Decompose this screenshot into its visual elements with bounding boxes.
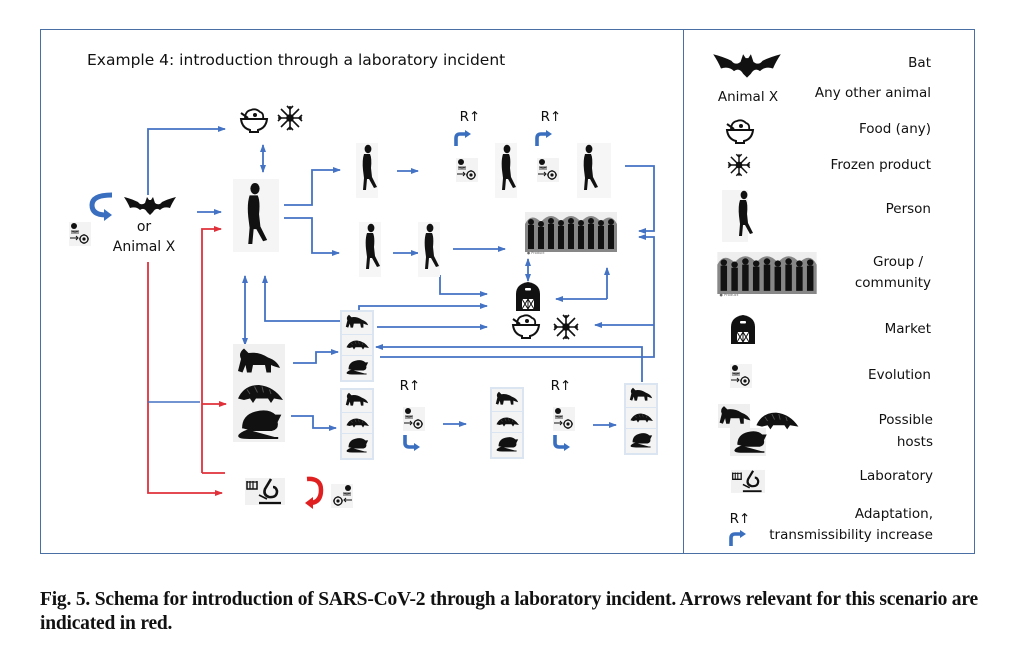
- source-label-or: or: [137, 219, 152, 235]
- adaptation-marker-3: R↑: [400, 378, 421, 394]
- curved-arrow-icon: [553, 433, 572, 453]
- adaptation-marker-4: R↑: [551, 378, 572, 394]
- host-stack-3: [490, 387, 524, 459]
- curved-arrow-icon: [403, 433, 422, 453]
- microscope-icon: [243, 476, 287, 507]
- legend-snowflake-icon: [727, 153, 751, 177]
- curved-arrow-icon: [535, 128, 554, 148]
- legend-label-market: Market: [884, 321, 931, 337]
- barn-icon: [515, 281, 541, 312]
- legend-microscope-icon: [729, 468, 767, 495]
- curved-arrow-icon: [454, 128, 473, 148]
- legend-adaptation-marker: R↑: [730, 511, 751, 527]
- arrow-hosts-stack1: [293, 349, 339, 364]
- red-arrow-source-to-lab: [147, 262, 223, 496]
- legend-evolution-icon: [729, 363, 753, 389]
- crowd-icon: [525, 212, 617, 255]
- legend-animal-x-text: Animal X: [718, 89, 778, 105]
- legend-bat-icon: [713, 54, 781, 78]
- evolution-icon: [402, 406, 426, 432]
- legend-barn-icon: [730, 314, 756, 345]
- arrow-source-to-food-top: [147, 126, 226, 195]
- legend-label-hosts-2: hosts: [896, 434, 933, 450]
- legend-label-hosts-1: Possible: [878, 412, 933, 428]
- legend-label-evolution: Evolution: [868, 367, 931, 383]
- legend-label-adaptation-1: Adaptation,: [854, 506, 933, 522]
- legend-crowd-icon: [717, 252, 817, 298]
- snowflake-icon: [277, 105, 303, 131]
- legend-label-bat: Bat: [908, 55, 931, 71]
- arrow-hosts-market: [358, 303, 488, 311]
- legend-divider: [683, 29, 684, 554]
- arrow-chainb2-market: [439, 275, 488, 297]
- bat-icon: [124, 197, 176, 215]
- arrow-stack4-stack1: [375, 344, 643, 382]
- host-stack-2: [340, 388, 374, 460]
- evolution-icon: [68, 221, 92, 247]
- red-arrows: [147, 226, 227, 496]
- figure-caption: Fig. 5. Schema for introduction of SARS-…: [40, 589, 978, 634]
- arrow-hosts-person: [262, 275, 340, 322]
- legend-label-group-2: community: [854, 275, 931, 291]
- figure-frame: [40, 29, 975, 554]
- legend-label-frozen: Frozen product: [830, 157, 931, 173]
- arrow-hosts-stack2: [291, 415, 337, 431]
- legend-label-laboratory: Laboratory: [859, 468, 933, 484]
- snowflake-icon: [553, 314, 579, 340]
- curved-arrow-red-icon: [305, 476, 324, 509]
- blue-arrows: [147, 126, 655, 431]
- legend-label-adaptation-2: transmissibility increase: [769, 527, 933, 543]
- red-arrow-to-person: [201, 226, 222, 473]
- legend-food-icon: [726, 119, 754, 144]
- arrow-person-to-chain-b: [284, 217, 340, 256]
- evolution-icon: [552, 406, 576, 432]
- legend-curved-arrow-icon: [729, 528, 748, 548]
- legend-label-group-1: Group /: [873, 254, 923, 270]
- host-stack-1: [340, 310, 374, 382]
- host-stack-4: [624, 383, 658, 455]
- food-bowl-icon: [240, 108, 268, 133]
- legend-hosts-icon: [718, 404, 799, 456]
- evolution-icon-reversed: [330, 483, 354, 509]
- adaptation-marker-1: R↑: [460, 109, 481, 125]
- legend-label-food: Food (any): [858, 121, 931, 137]
- food-bowl-icon: [512, 314, 540, 339]
- arrow-person-to-chain-1: [284, 167, 341, 206]
- adaptation-marker-2: R↑: [541, 109, 562, 125]
- arrow-chain3-group: [625, 165, 655, 234]
- legend-label-animal: Any other animal: [814, 85, 931, 101]
- curved-arrow-evolution-icon: [89, 192, 113, 221]
- evolution-icon: [455, 157, 479, 183]
- arrow-loop-group: [380, 234, 655, 358]
- source-label-animal: Animal X: [113, 239, 176, 255]
- legend-label-person: Person: [885, 201, 931, 217]
- diagram-title: Example 4: introduction through a labora…: [87, 51, 506, 69]
- evolution-icon: [536, 157, 560, 183]
